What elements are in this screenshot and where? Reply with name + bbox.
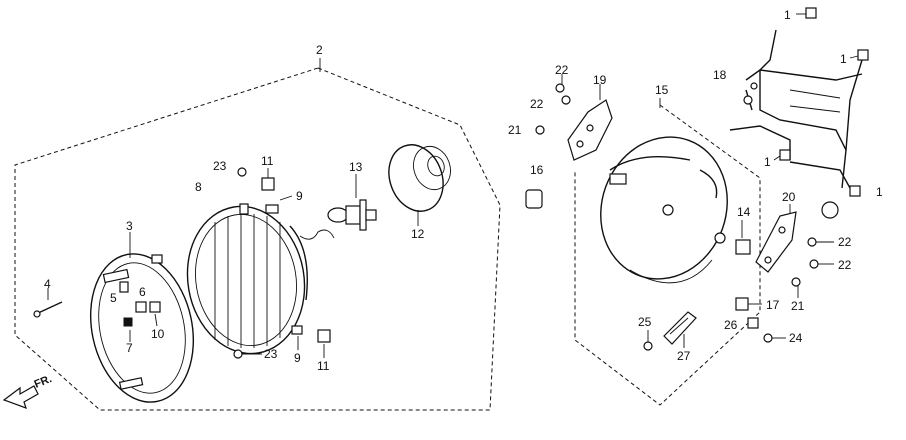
collar-part-17 xyxy=(735,297,749,311)
callout-13: 13 xyxy=(349,160,363,174)
callout-22a: 22 xyxy=(555,63,569,77)
bulb-wiring-lead xyxy=(299,229,335,240)
callout-2: 2 xyxy=(316,43,323,57)
callout-15: 15 xyxy=(655,83,669,97)
nut-part-11-upper xyxy=(261,177,275,191)
front-direction-label: FR. xyxy=(33,373,54,391)
callout-22c: 22 xyxy=(838,235,852,249)
grommet-part-16 xyxy=(525,189,543,209)
callout-21b: 21 xyxy=(791,299,805,313)
callout-8: 8 xyxy=(195,180,202,194)
callout-10: 10 xyxy=(151,327,165,341)
screw-part-24 xyxy=(763,333,773,343)
screw-part-21-b xyxy=(791,277,801,287)
screw-part-21-a xyxy=(535,125,545,135)
callout-21a: 21 xyxy=(508,123,522,137)
callout-9b: 9 xyxy=(294,351,301,365)
collar-part-10 xyxy=(149,301,161,313)
headlight-bulb-part xyxy=(327,199,377,231)
callout-23a: 23 xyxy=(213,159,227,173)
screw-part-23-lower xyxy=(233,349,243,359)
callout-23b: 23 xyxy=(264,347,278,361)
callout-1c: 1 xyxy=(764,155,771,169)
callout-11a: 11 xyxy=(261,154,274,168)
clip-part-9-lower xyxy=(291,325,303,335)
callout-1a: 1 xyxy=(784,8,791,22)
bolt-part-1-center xyxy=(779,149,791,161)
callout-9-leader-a xyxy=(279,195,293,201)
sealed-beam-unit-part xyxy=(186,203,308,355)
callout-7: 7 xyxy=(126,341,133,355)
screw-part-22-b xyxy=(561,95,571,105)
callout-14: 14 xyxy=(737,205,751,219)
screw-part-23-upper xyxy=(237,167,247,177)
screw-part-22-d xyxy=(809,259,819,269)
callout-24: 24 xyxy=(789,331,803,345)
mounting-bracket-part-20 xyxy=(755,211,797,273)
bolt-part-1-top xyxy=(805,7,817,19)
screw-part-22-c xyxy=(807,237,817,247)
headlight-bracket-part-19 xyxy=(567,99,613,161)
bolt-part-1-lower xyxy=(849,185,861,197)
nut-part-7 xyxy=(123,317,133,327)
callout-11b: 11 xyxy=(317,359,330,373)
small-parts-cluster xyxy=(119,281,161,327)
headlight-rim-part xyxy=(89,253,195,403)
headlight-case-outline xyxy=(574,104,761,406)
strap-part-27 xyxy=(663,311,697,345)
callout-22d: 22 xyxy=(838,258,852,272)
callout-26: 26 xyxy=(724,318,738,332)
collar-part-14 xyxy=(735,239,751,255)
callout-5: 5 xyxy=(110,291,117,305)
nut-part-11-lower xyxy=(317,329,331,343)
front-direction-arrow-icon: FR. xyxy=(2,373,54,409)
callout-10-leader xyxy=(154,313,158,327)
clip-part-9-upper xyxy=(265,204,279,214)
callout-1-leader-b xyxy=(849,55,859,59)
callout-4: 4 xyxy=(44,277,51,291)
nut-part-6 xyxy=(135,301,147,313)
callout-22b: 22 xyxy=(530,97,544,111)
callout-1-leader-c xyxy=(773,155,781,161)
callout-1b: 1 xyxy=(840,52,847,66)
callout-25: 25 xyxy=(638,315,652,329)
callout-20: 20 xyxy=(782,190,796,204)
spring-part xyxy=(119,281,129,293)
screw-part-25 xyxy=(643,341,653,351)
callout-16: 16 xyxy=(530,163,544,177)
callout-17: 17 xyxy=(766,298,780,312)
callout-6: 6 xyxy=(139,285,146,299)
headlight-case-part xyxy=(600,136,728,284)
callout-3: 3 xyxy=(126,219,133,233)
dust-cover-part xyxy=(388,144,451,212)
callout-1d: 1 xyxy=(876,185,883,199)
headlight-assembly-outline xyxy=(14,67,501,411)
callout-18: 18 xyxy=(713,68,727,82)
callout-19: 19 xyxy=(593,73,607,87)
callout-12: 12 xyxy=(411,227,425,241)
nut-part-26 xyxy=(747,317,759,329)
bolt-part-1-right xyxy=(857,49,869,61)
screw-part-22-a xyxy=(555,83,565,93)
callout-27: 27 xyxy=(677,349,691,363)
adjusting-screw-part xyxy=(33,301,63,318)
callout-9a: 9 xyxy=(296,189,303,203)
